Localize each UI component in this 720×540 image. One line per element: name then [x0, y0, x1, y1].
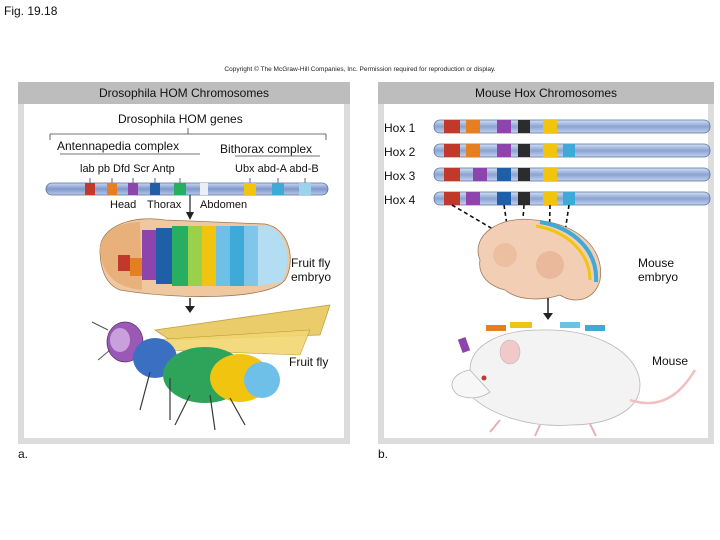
- fruit-fly-embryo-label: Fruit fly embryo: [291, 256, 332, 284]
- mouse-embryo-label: Mouse embryo: [638, 256, 679, 284]
- mouse-label: Mouse: [652, 354, 689, 368]
- mouse-embryo: [477, 218, 602, 301]
- abdomen-label: Abdomen: [200, 199, 248, 211]
- bithorax-genes-list: Ubx abd-A abd-B: [235, 163, 319, 175]
- hox2-label: Hox 2: [384, 145, 416, 159]
- copyright-notice: Copyright © The McGraw-Hill Companies, I…: [224, 66, 496, 73]
- antennapedia-genes-list: lab pb Dfd Scr Antp: [80, 163, 175, 175]
- head-label: Head: [110, 199, 137, 211]
- fruit-fly-label: Fruit fly: [289, 355, 329, 369]
- panel-b-title: Mouse Hox Chromosomes: [378, 82, 714, 104]
- mouse-hox-expression-bars: [457, 322, 605, 353]
- fruit-fly-adult: [91, 304, 331, 431]
- figure-label: Fig. 19.18: [4, 4, 58, 18]
- panel-a-title: Drosophila HOM Chromosomes: [18, 82, 350, 104]
- hox4-label: Hox 4: [384, 193, 416, 207]
- drosophila-genes-label: Drosophila HOM genes: [118, 112, 243, 126]
- arrow-embryo-to-mouse: [543, 300, 553, 320]
- arrow-embryo-to-fly: [185, 195, 195, 313]
- hox3-label: Hox 3: [384, 169, 416, 183]
- antennapedia-complex-label: Antennapedia complex: [57, 139, 180, 153]
- fruit-fly-embryo: [99, 218, 291, 297]
- gene-bracket-lines: [49, 128, 327, 184]
- drosophila-chromosome: [45, 182, 329, 196]
- panel-a-letter: a.: [18, 447, 29, 461]
- mouse-adult: [451, 329, 697, 437]
- panel-b-letter: b.: [378, 447, 389, 461]
- thorax-label: Thorax: [147, 199, 182, 211]
- hox1-label: Hox 1: [384, 121, 416, 135]
- mouse-hox-chromosomes: [433, 119, 711, 206]
- bithorax-complex-label: Bithorax complex: [220, 142, 313, 156]
